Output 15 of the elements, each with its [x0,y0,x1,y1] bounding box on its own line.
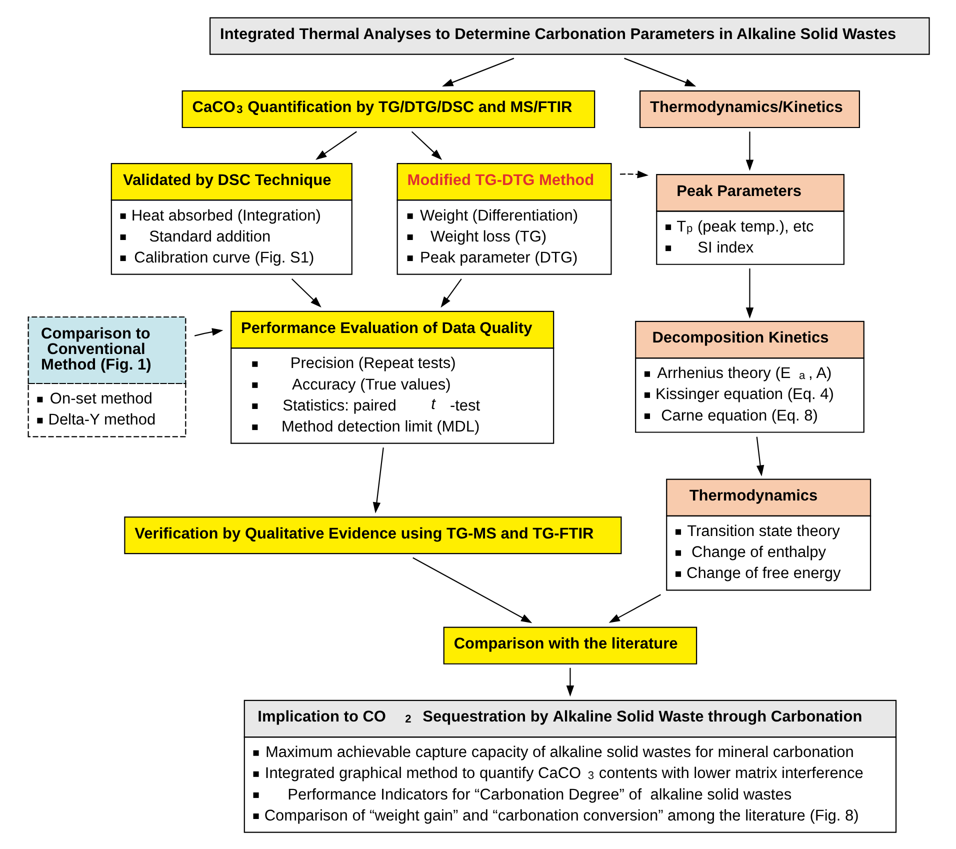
arrow [624,58,696,87]
arrow [442,58,514,87]
arrow [410,131,442,160]
arrow [372,448,384,514]
arrow [566,668,574,697]
arrow [745,132,754,171]
arrow [440,278,462,308]
arrow [315,131,356,160]
arrow [608,594,660,623]
arrow [756,436,764,476]
arrow [412,557,532,624]
arrow [194,328,223,336]
arrow [745,268,754,319]
arrow [290,278,321,308]
arrow [619,170,648,178]
